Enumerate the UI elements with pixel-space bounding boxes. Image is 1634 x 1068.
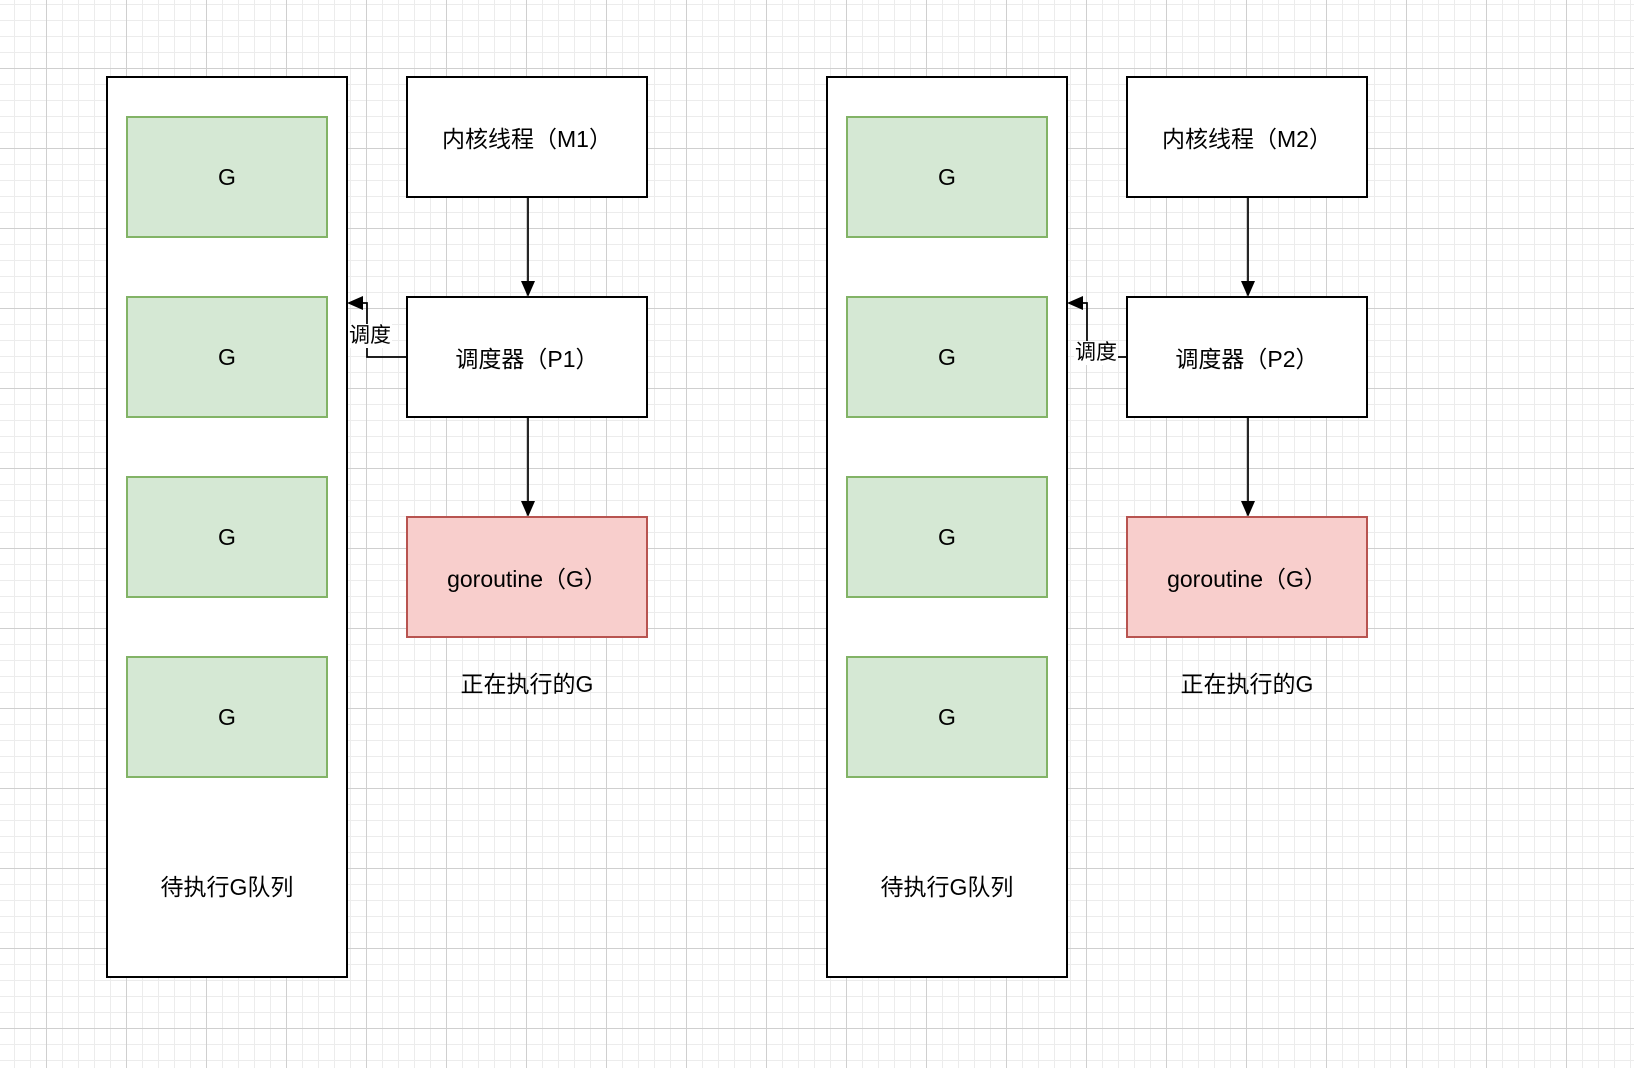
waiting-goroutine-2-1[interactable]: G: [846, 116, 1048, 238]
scheduler-p1[interactable]: 调度器（P1）: [406, 296, 648, 418]
running-goroutine-1[interactable]: goroutine（G）: [406, 516, 648, 638]
arrowhead-g2: [1241, 501, 1255, 517]
kernel-thread-m1[interactable]: 内核线程（M1）: [406, 76, 648, 198]
running-caption-2: 正在执行的G: [1180, 671, 1314, 697]
waiting-goroutine-1-1[interactable]: G: [126, 116, 328, 238]
waiting-goroutine-2-4[interactable]: G: [846, 656, 1048, 778]
running-goroutine-2[interactable]: goroutine（G）: [1126, 516, 1368, 638]
arrowhead-p2: [1241, 281, 1255, 297]
waiting-goroutine-1-4[interactable]: G: [126, 656, 328, 778]
kernel-thread-m2[interactable]: 内核线程（M2）: [1126, 76, 1368, 198]
arrowhead-queue1: [347, 296, 363, 310]
running-caption-1: 正在执行的G: [460, 671, 594, 697]
waiting-queue-1-label: 待执行G队列: [160, 874, 294, 900]
schedule-edge-label-2: 调度: [1074, 341, 1118, 365]
waiting-goroutine-2-2[interactable]: G: [846, 296, 1048, 418]
arrowhead-queue2: [1067, 296, 1083, 310]
schedule-edge-label-1: 调度: [348, 324, 392, 348]
arrowhead-p1: [521, 281, 535, 297]
waiting-goroutine-1-2[interactable]: G: [126, 296, 328, 418]
waiting-goroutine-2-3[interactable]: G: [846, 476, 1048, 598]
arrowhead-g1: [521, 501, 535, 517]
waiting-queue-2-label: 待执行G队列: [880, 874, 1014, 900]
scheduler-p2[interactable]: 调度器（P2）: [1126, 296, 1368, 418]
waiting-goroutine-1-3[interactable]: G: [126, 476, 328, 598]
